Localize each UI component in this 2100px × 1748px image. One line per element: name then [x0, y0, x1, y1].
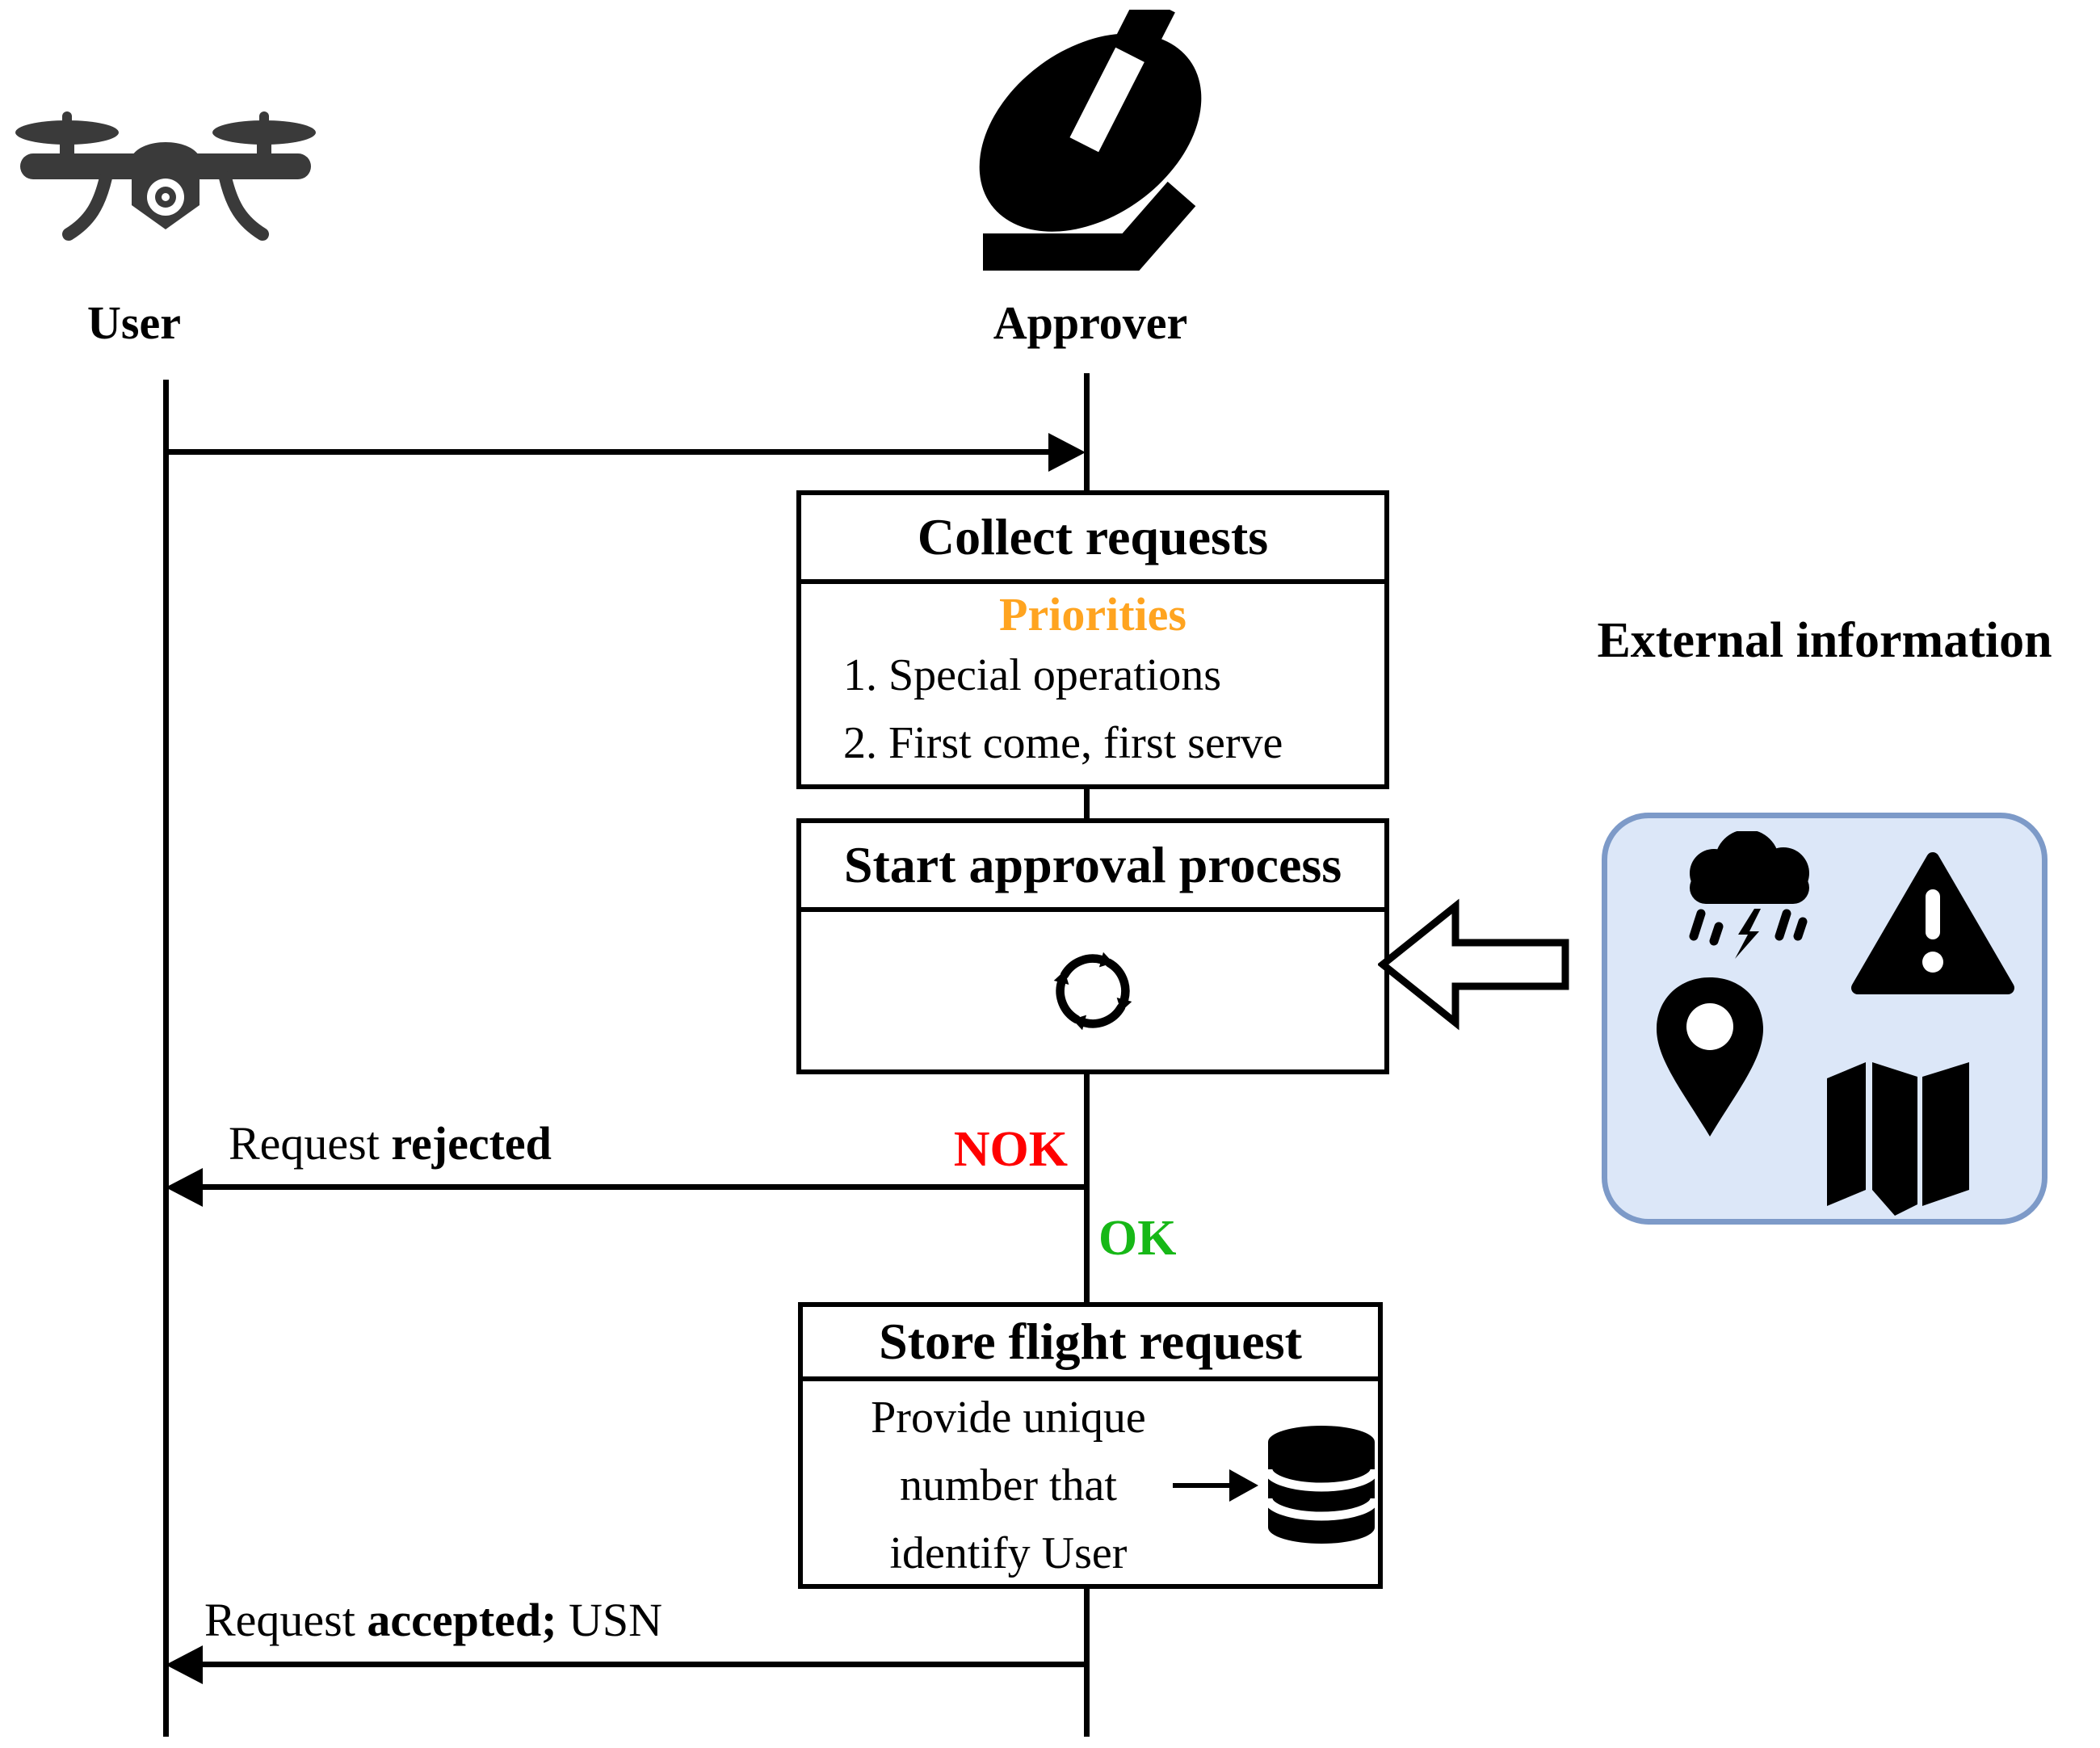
- user-lifeline: [163, 380, 169, 1737]
- store-body-line: number that: [899, 1460, 1117, 1511]
- request-rejected-prefix: Request: [229, 1117, 392, 1170]
- user-actor-label: User: [87, 296, 181, 349]
- collect-requests-box: Collect requests Priorities 1. Special o…: [796, 490, 1389, 789]
- request-accepted-prefix: Request: [204, 1594, 368, 1646]
- collect-requests-title: Collect requests: [801, 495, 1384, 584]
- message-arrow-rejected: [196, 1184, 1084, 1190]
- start-approval-title: Start approval process: [801, 823, 1384, 912]
- request-rejected-label: Request rejected: [229, 1116, 552, 1170]
- request-accepted-bold: accepted;: [367, 1594, 557, 1646]
- request-accepted-suffix: USN: [556, 1594, 663, 1646]
- approver-lifeline-segment: [1084, 1071, 1090, 1305]
- message-arrow-accepted: [196, 1662, 1084, 1667]
- priority-item: 2. First come, first serve: [843, 718, 1283, 768]
- storm-cloud-icon: [1664, 831, 1838, 964]
- request-accepted-label: Request accepted; USN: [204, 1593, 662, 1647]
- priority-item: 1. Special operations: [843, 650, 1222, 700]
- priorities-heading: Priorities: [999, 588, 1186, 641]
- location-pin-icon: [1649, 975, 1770, 1141]
- approver-lifeline-segment: [1084, 1586, 1090, 1737]
- cycle-icon: [801, 933, 1384, 1049]
- store-body-line: Provide unique: [871, 1392, 1146, 1443]
- map-icon: [1819, 1049, 1980, 1219]
- store-flight-request-body: Provide unique number that identify User: [803, 1386, 1378, 1584]
- warning-triangle-icon: [1848, 851, 2018, 1000]
- approver-actor-label: Approver: [993, 296, 1188, 349]
- satellite-dish-icon: [957, 10, 1216, 288]
- request-rejected-bold: rejected: [391, 1117, 552, 1170]
- store-body-text: Provide unique number that identify User: [847, 1384, 1170, 1587]
- collect-requests-body: Priorities 1. Special operations 2. Firs…: [801, 587, 1384, 777]
- store-flight-request-title: Store flight request: [803, 1307, 1378, 1381]
- store-body-line: identify User: [889, 1527, 1128, 1578]
- ok-label: OK: [1098, 1211, 1177, 1266]
- arrowhead-right-icon: [1048, 433, 1086, 472]
- database-icon: [1265, 1422, 1378, 1548]
- store-db-arrow-icon: [1172, 1461, 1258, 1510]
- approver-lifeline-segment: [1084, 373, 1090, 490]
- arrowhead-left-icon: [166, 1645, 203, 1684]
- external-input-arrow-icon: [1378, 898, 1572, 1032]
- arrowhead-left-icon: [166, 1168, 203, 1207]
- external-information-title: External information: [1597, 613, 2052, 668]
- approver-lifeline-segment: [1084, 789, 1090, 821]
- store-flight-request-box: Store flight request Provide unique numb…: [798, 1302, 1383, 1589]
- start-approval-box: Start approval process: [796, 818, 1389, 1074]
- message-arrow-submit-request: [166, 449, 1054, 455]
- nok-label: NOK: [953, 1122, 1068, 1177]
- drone-icon: [12, 107, 319, 264]
- external-information-box: [1602, 813, 2048, 1225]
